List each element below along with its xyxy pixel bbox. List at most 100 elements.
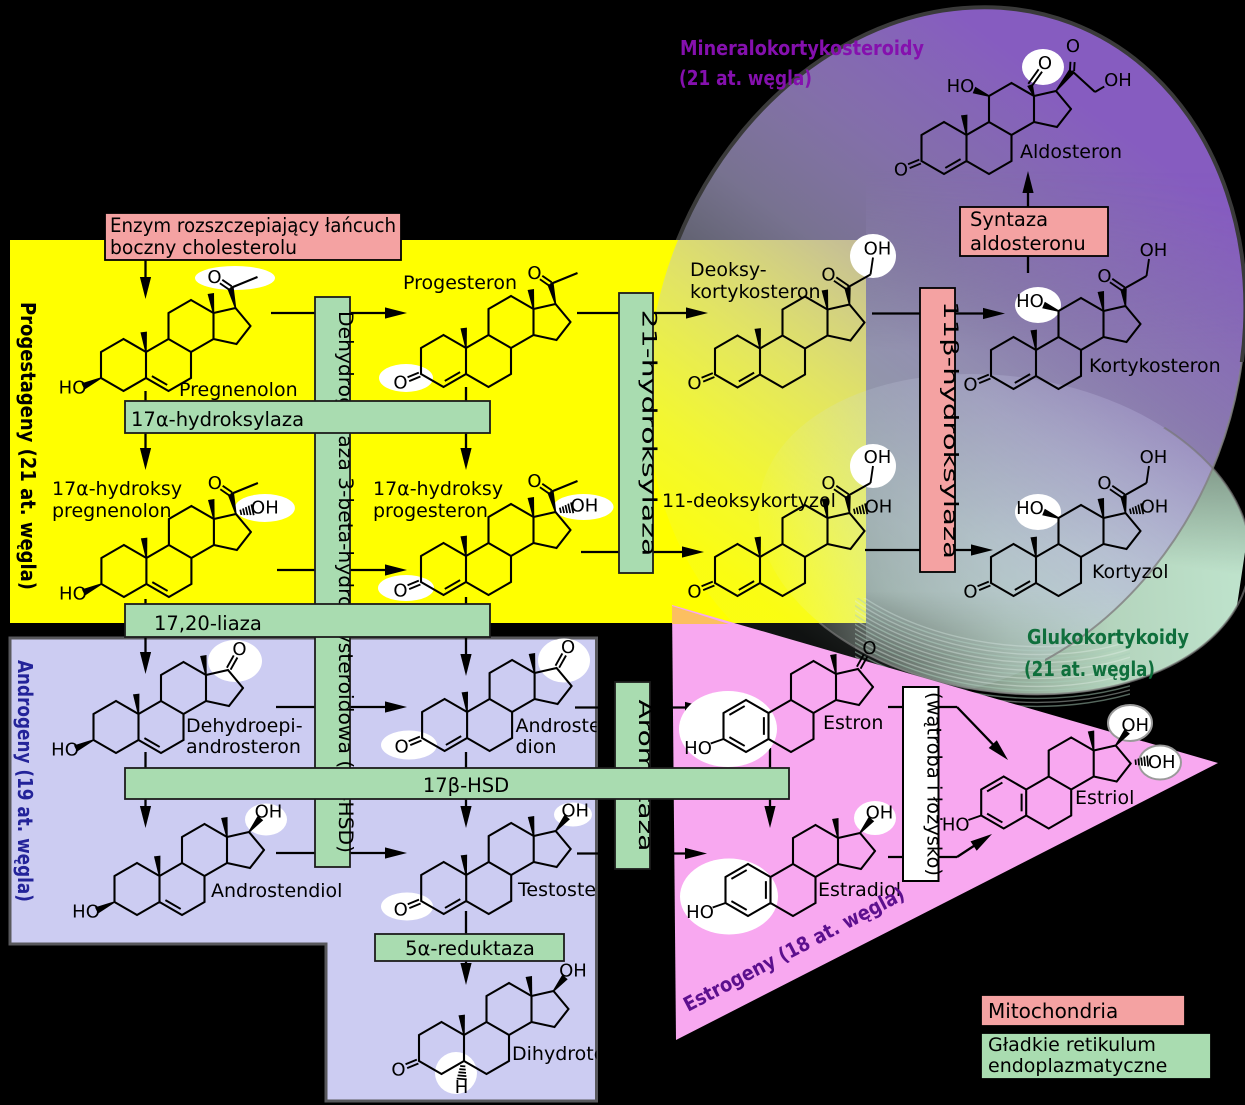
molecule-label-hydroxypregnenolone17a-line2: pregnenolon bbox=[52, 500, 172, 522]
atom-label: OH bbox=[866, 803, 894, 824]
molecule-cortisol-bond-path bbox=[989, 503, 1142, 598]
arrow-wedge-shape bbox=[385, 307, 407, 319]
molecule-cortisol-wedge-shape bbox=[1097, 498, 1105, 519]
atom-label: HO bbox=[51, 740, 79, 761]
diagram-canvas-group-group-group-group-ellipse-shape bbox=[1045, 362, 1245, 698]
molecule-deoxycortisol11-bond-line bbox=[833, 488, 847, 499]
molecule-dihydrotestosterone-wedge-shape bbox=[552, 974, 568, 992]
atom-label: O bbox=[527, 263, 541, 284]
molecule-testosterone: OOH bbox=[381, 801, 592, 921]
molecule-label-dhea-line2: androsteron bbox=[186, 736, 301, 758]
molecule-deoxycortisol11-wedge-shape bbox=[821, 498, 829, 519]
atom-label: O bbox=[963, 582, 977, 603]
molecule-deoxycortisol11-bond-line bbox=[861, 504, 866, 515]
molecule-deoxycortisol11-wedge-shape bbox=[754, 536, 761, 558]
atom-label: O bbox=[963, 375, 977, 396]
molecule-aldosterone-bond-line bbox=[1071, 70, 1096, 93]
molecule-hydroxypregnenolone17a-wedge-shape bbox=[140, 537, 148, 559]
molecule-corticosterone-wedge-shape bbox=[1030, 329, 1037, 351]
atom-label: O bbox=[894, 160, 908, 181]
molecule-hydroxyprogesterone17a-bond-line bbox=[564, 504, 569, 514]
molecules-group: 11-deoksykortyzol bbox=[662, 490, 836, 512]
molecules-group: Estriol bbox=[1075, 787, 1134, 809]
molecule-aldosterone-wedge-shape bbox=[972, 86, 990, 97]
atom-label: O bbox=[1038, 53, 1052, 74]
legend-ser-label-line2: endoplazmatyczne bbox=[988, 1055, 1167, 1077]
molecule-corticosterone-wedge-shape bbox=[1042, 301, 1059, 312]
molecule-hydroxypregnenolone17a-bond-line bbox=[219, 488, 231, 497]
liver-placenta-box-rect bbox=[902, 686, 940, 882]
molecule-hydroxyprogesterone17a-wedge-shape bbox=[547, 491, 557, 513]
enzyme-box-hydroxylase11b: 11β-hydroksylaza bbox=[919, 287, 962, 573]
highlight-ellipse bbox=[245, 803, 287, 836]
highlight-ellipse bbox=[381, 730, 437, 760]
highlight-ellipse bbox=[381, 892, 433, 921]
atom-label: O bbox=[207, 267, 221, 288]
molecule-estrone-bond-line bbox=[728, 705, 746, 716]
molecule-dhea-wedge-shape bbox=[200, 655, 207, 676]
arrow-wedge-shape bbox=[460, 806, 472, 828]
arrow-bond-line bbox=[956, 706, 997, 748]
molecule-estrone-bond-path bbox=[722, 659, 875, 754]
molecule-testosterone-bond-path bbox=[420, 821, 572, 916]
arrow-wedge-shape bbox=[983, 307, 1005, 320]
molecule-dihydrotestosterone-bond-line bbox=[458, 1071, 467, 1074]
molecule-deoxycortisol11-bond-line bbox=[738, 580, 755, 591]
atom-label: O bbox=[393, 373, 407, 394]
molecules-group: Estron bbox=[823, 712, 883, 734]
atom-label: HO bbox=[947, 76, 975, 97]
molecule-label-deoxycorticosterone-line2: kortykosteron bbox=[690, 281, 821, 303]
arrow-wedge-shape bbox=[1022, 171, 1034, 193]
molecule-deoxycortisol11-bond-path bbox=[713, 503, 866, 598]
molecule-deoxycortisol11-wedge-shape bbox=[844, 495, 851, 514]
molecule-progesterone-wedge-shape bbox=[547, 283, 557, 305]
molecule-dhea-wedge-shape bbox=[132, 693, 140, 715]
molecule-hydroxypregnenolone17a-bond-path bbox=[100, 504, 252, 599]
atom-label: HO bbox=[686, 902, 714, 923]
molecule-corticosterone-bond-line bbox=[1145, 258, 1150, 277]
enzyme-label-hydroxylase11b: 11β-hydroksylaza bbox=[939, 301, 962, 559]
molecule-estradiol: HO OH bbox=[680, 801, 896, 935]
atom-label: HO bbox=[684, 738, 712, 759]
molecule-label-estrone: Estron bbox=[823, 712, 883, 734]
molecule-progesterone-bond-line bbox=[550, 272, 578, 285]
molecule-estriol-bond-line bbox=[1143, 756, 1146, 767]
atom-label: O bbox=[862, 638, 876, 659]
atom-label: OH bbox=[1141, 497, 1169, 518]
molecule-aldosterone-bond-path bbox=[920, 81, 1073, 176]
molecule-pregnenolone-bond-line bbox=[221, 279, 233, 288]
diagram-canvas-group-group-group-ellipse-shape bbox=[855, 598, 1130, 692]
molecule-estriol-bond-line bbox=[1140, 757, 1143, 766]
arrow-wedge-shape bbox=[970, 834, 992, 851]
atom-label: OH bbox=[865, 497, 893, 518]
molecules-group: Deoksy-kortykosteron bbox=[690, 259, 821, 303]
arrow-wedge-shape bbox=[460, 448, 472, 470]
molecule-deoxycortisol11-bond-line bbox=[846, 482, 872, 497]
molecule-dihydrotestosterone-bond-path bbox=[417, 981, 570, 1076]
molecules-group: Androstendiol bbox=[211, 880, 342, 902]
atom-label: H bbox=[455, 1077, 469, 1098]
molecule-cortisol-bond-line bbox=[1131, 507, 1135, 515]
atom-label: O bbox=[687, 582, 701, 603]
arrow-wedge-shape bbox=[682, 546, 704, 558]
molecule-androstenedione-wedge-shape bbox=[461, 691, 469, 713]
atom-label: O bbox=[232, 639, 246, 660]
molecule-deoxycorticosterone-bond-line bbox=[835, 276, 850, 287]
molecule-aldosterone-bond-line bbox=[909, 162, 922, 170]
liver-placenta-box: (wątroba i łożysko) bbox=[902, 686, 945, 882]
molecule-progesterone-bond-line bbox=[541, 275, 553, 284]
molecule-hydroxypregnenolone17a-bond-line bbox=[247, 505, 252, 516]
atom-label: O bbox=[1066, 36, 1080, 57]
molecule-hydroxypregnenolone17a-bond-line bbox=[151, 581, 169, 592]
molecule-estrone-bond-line bbox=[859, 656, 869, 670]
atom-label: OH bbox=[1140, 240, 1168, 261]
atom-label: HO bbox=[1016, 291, 1044, 312]
legend-mitochondria-label: Mitochondria bbox=[988, 999, 1118, 1023]
